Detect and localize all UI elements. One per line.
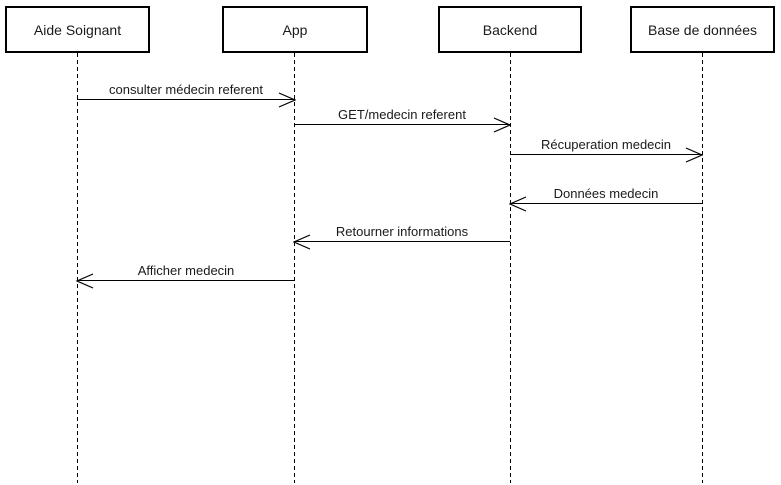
message-line: [510, 203, 702, 204]
message-label: Retourner informations: [335, 224, 469, 239]
arrow-left-icon: [509, 196, 527, 212]
message-line: [77, 99, 295, 100]
message-label: consulter médecin referent: [109, 82, 263, 97]
actor-label: App: [282, 21, 308, 38]
message-label: GET/medecin referent: [338, 107, 466, 122]
arrow-right-icon: [493, 117, 511, 133]
actor-box-base-de-donnees: Base de données: [630, 6, 775, 53]
actor-box-aide-soignant: Aide Soignant: [5, 6, 150, 53]
arrow-left-icon: [76, 273, 94, 289]
message-label: Données medecin: [553, 186, 659, 201]
actor-box-app: App: [222, 6, 368, 53]
message-label: Afficher medecin: [137, 263, 235, 278]
message-consulter-medecin-referent: consulter médecin referent: [77, 79, 296, 108]
message-recuperation-medecin: Récuperation medecin: [510, 134, 703, 163]
message-donnees-medecin: Données medecin: [509, 183, 702, 212]
message-line: [510, 154, 702, 155]
lifeline-backend: [510, 53, 511, 483]
actor-label: Aide Soignant: [33, 21, 122, 38]
message-line: [77, 280, 295, 281]
actor-label: Backend: [482, 21, 538, 38]
arrow-right-icon: [685, 147, 703, 163]
message-line: [294, 241, 510, 242]
message-line: [294, 124, 510, 125]
message-label: Récuperation medecin: [540, 137, 672, 152]
lifeline-aide-soignant: [77, 53, 78, 483]
lifeline-base-de-donnees: [702, 53, 703, 483]
message-retourner-informations: Retourner informations: [293, 221, 510, 250]
arrow-right-icon: [278, 92, 296, 108]
lifeline-app: [294, 53, 295, 483]
arrow-left-icon: [293, 234, 311, 250]
message-get-medecin-referent: GET/medecin referent: [294, 104, 511, 133]
message-afficher-medecin: Afficher medecin: [76, 260, 295, 289]
actor-label: Base de données: [648, 21, 757, 38]
actor-box-backend: Backend: [438, 6, 582, 53]
